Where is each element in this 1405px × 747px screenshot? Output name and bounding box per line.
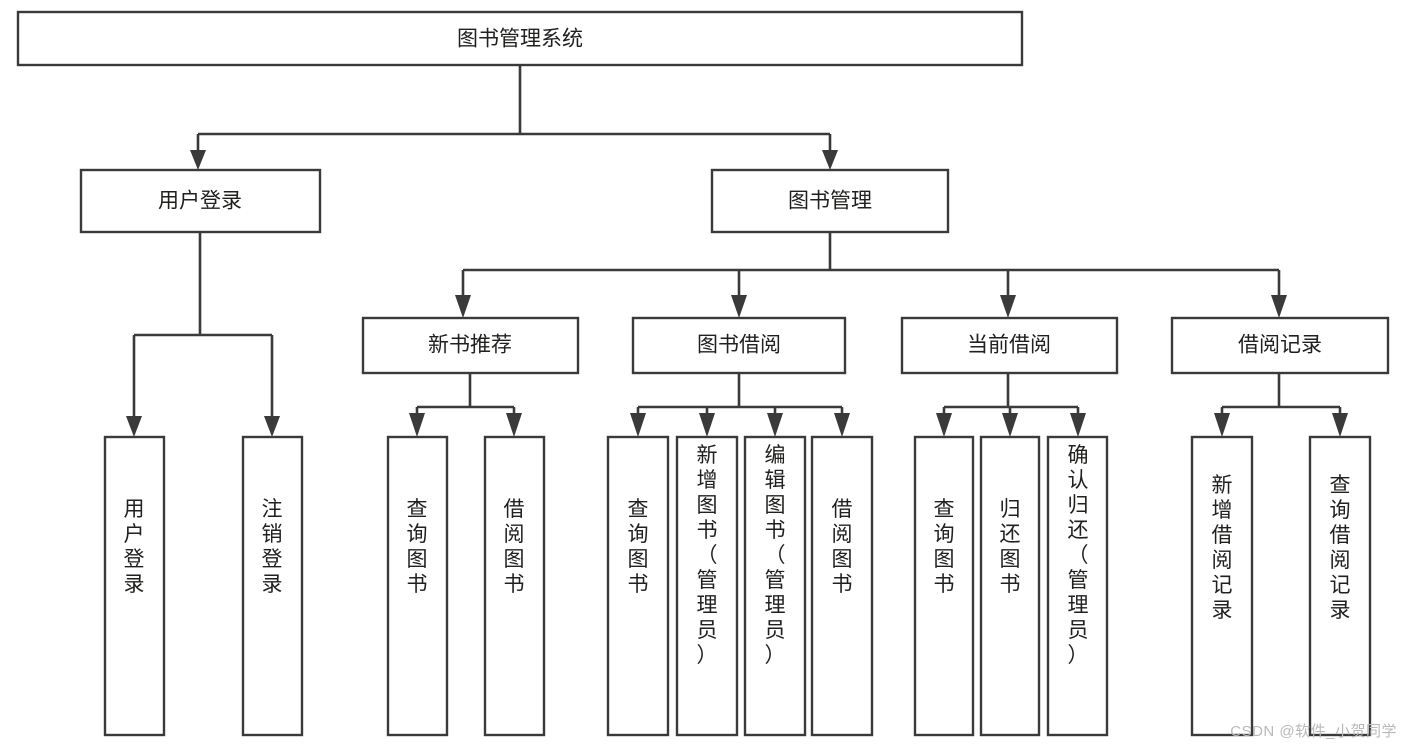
node-current-borrow-rect[interactable] xyxy=(900,316,1119,375)
node-borrow-record[interactable]: 借阅记录 xyxy=(1170,316,1390,375)
arrow-head-leaf-borrow-book-2 xyxy=(834,413,850,437)
arrow-head-leaf-logout xyxy=(264,416,280,437)
arrow-head-book-mgmt xyxy=(822,150,838,170)
leaf-node-borrow-book-newrec-label: 借阅图书 xyxy=(504,498,525,596)
arrow-head-user-login xyxy=(190,150,206,170)
node-book-borrow[interactable]: 图书借阅 xyxy=(631,316,847,375)
node-new-book-recommendation-label: 新书推荐 xyxy=(428,334,512,357)
leaf-node-logout-label: 注销登录 xyxy=(262,498,283,596)
node-book-borrow-rect[interactable] xyxy=(631,316,847,375)
leaf-node-user-login[interactable]: 用户登录 xyxy=(103,435,166,737)
leaf-node-query-book-current[interactable]: 查询图书 xyxy=(913,435,975,737)
leaf-node-edit-book-admin-rect[interactable] xyxy=(743,435,807,737)
node-new-book-recommendation[interactable]: 新书推荐 xyxy=(361,316,580,375)
arrow-head-leaf-add-book xyxy=(699,413,715,437)
arrow-head-leaf-confirm-return xyxy=(1070,413,1086,437)
arrow-head-leaf-query-book-1 xyxy=(409,413,425,437)
leaf-node-add-book-admin-rect[interactable] xyxy=(675,435,739,737)
leaf-node-query-borrow-record-rect[interactable] xyxy=(1308,435,1372,737)
arrow-head-leaf-user-login xyxy=(126,416,142,437)
leaf-node-add-book-admin-label: 新增图书（管理员） xyxy=(697,444,718,667)
leaf-node-layer: 用户登录 注销登录 查询图书 借阅图书 查询图书 新增图书（管理员） xyxy=(103,435,1372,737)
leaf-node-edit-book-admin-label: 编辑图书（管理员） xyxy=(765,444,786,667)
leaf-node-logout[interactable]: 注销登录 xyxy=(241,435,304,737)
arrow-head-leaf-borrow-book-1 xyxy=(506,413,522,437)
leaf-node-borrow-book-newrec[interactable]: 借阅图书 xyxy=(483,435,546,737)
node-book-management[interactable]: 图书管理 xyxy=(710,168,950,234)
leaf-node-edit-book-admin[interactable]: 编辑图书（管理员） xyxy=(743,435,807,737)
csdn-watermark: CSDN @软件_小贺同学 xyxy=(1230,723,1397,740)
leaf-node-add-borrow-record-label: 新增借阅记录 xyxy=(1212,474,1233,622)
leaf-node-query-book-newrec-rect[interactable] xyxy=(386,435,449,737)
arrow-head-leaf-edit-book xyxy=(767,413,783,437)
leaf-node-confirm-return-admin-label: 确认归还（管理员） xyxy=(1068,444,1089,667)
arrow-head-current-borrow xyxy=(1000,295,1016,318)
node-borrow-record-rect[interactable] xyxy=(1170,316,1390,375)
leaf-node-add-borrow-record[interactable]: 新增借阅记录 xyxy=(1190,435,1254,737)
leaf-node-return-book-rect[interactable] xyxy=(979,435,1041,737)
node-borrow-record-label: 借阅记录 xyxy=(1238,334,1322,357)
leaf-node-confirm-return-admin-rect[interactable] xyxy=(1046,435,1109,737)
leaf-node-query-book-borrow-rect[interactable] xyxy=(606,435,670,737)
leaf-node-confirm-return-admin[interactable]: 确认归还（管理员） xyxy=(1046,435,1109,737)
node-root-rect[interactable] xyxy=(16,10,1024,67)
node-current-borrow[interactable]: 当前借阅 xyxy=(900,316,1119,375)
arrow-head-leaf-return-book xyxy=(1002,413,1018,437)
leaf-node-return-book[interactable]: 归还图书 xyxy=(979,435,1041,737)
leaf-node-return-book-label: 归还图书 xyxy=(1000,498,1021,596)
node-user-login[interactable]: 用户登录 xyxy=(79,168,322,234)
node-current-borrow-label: 当前借阅 xyxy=(967,334,1051,357)
arrow-head-new-book-rec xyxy=(455,295,471,318)
leaf-node-user-login-label: 用户登录 xyxy=(124,498,145,596)
leaf-node-add-borrow-record-rect[interactable] xyxy=(1190,435,1254,737)
leaf-node-user-login-rect[interactable] xyxy=(103,435,166,737)
arrow-head-leaf-query-book-2 xyxy=(630,413,646,437)
leaf-node-query-book-newrec-label: 查询图书 xyxy=(407,498,428,596)
node-user-login-rect[interactable] xyxy=(79,168,322,234)
arrow-head-book-borrow xyxy=(731,295,747,318)
connector-layer xyxy=(126,65,1348,437)
arrow-head-leaf-query-record xyxy=(1332,413,1348,437)
arrow-head-leaf-add-record xyxy=(1214,413,1230,437)
node-new-book-recommendation-rect[interactable] xyxy=(361,316,580,375)
leaf-node-borrow-book-borrow[interactable]: 借阅图书 xyxy=(810,435,874,737)
leaf-node-borrow-book-borrow-rect[interactable] xyxy=(810,435,874,737)
node-book-borrow-label: 图书借阅 xyxy=(697,334,781,357)
leaf-node-query-book-newrec[interactable]: 查询图书 xyxy=(386,435,449,737)
leaf-node-query-book-current-label: 查询图书 xyxy=(934,498,955,596)
arrow-head-leaf-query-book-3 xyxy=(936,413,952,437)
node-root-label: 图书管理系统 xyxy=(457,28,583,51)
leaf-node-query-book-borrow[interactable]: 查询图书 xyxy=(606,435,670,737)
leaf-node-query-book-current-rect[interactable] xyxy=(913,435,975,737)
leaf-node-borrow-book-borrow-label: 借阅图书 xyxy=(832,498,853,596)
arrow-head-borrow-record xyxy=(1271,295,1287,318)
node-book-management-rect[interactable] xyxy=(710,168,950,234)
node-book-management-label: 图书管理 xyxy=(788,190,872,213)
leaf-node-logout-rect[interactable] xyxy=(241,435,304,737)
node-user-login-label: 用户登录 xyxy=(158,190,242,213)
leaf-node-query-borrow-record-label: 查询借阅记录 xyxy=(1330,474,1351,622)
node-root[interactable]: 图书管理系统 xyxy=(16,10,1024,67)
leaf-node-borrow-book-newrec-rect[interactable] xyxy=(483,435,546,737)
leaf-node-add-book-admin[interactable]: 新增图书（管理员） xyxy=(675,435,739,737)
leaf-node-query-book-borrow-label: 查询图书 xyxy=(628,498,649,596)
leaf-node-query-borrow-record[interactable]: 查询借阅记录 xyxy=(1308,435,1372,737)
